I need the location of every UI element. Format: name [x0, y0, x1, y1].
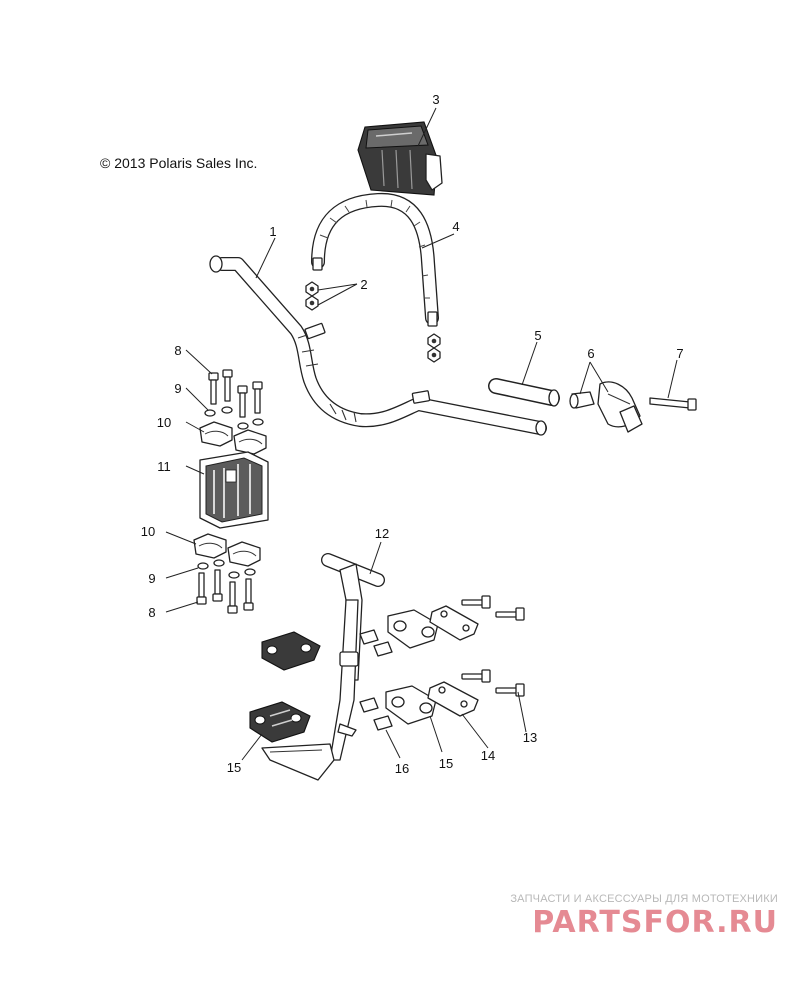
upper-washers[interactable]	[204, 406, 264, 430]
right-upper-clamp-group[interactable]	[359, 595, 525, 657]
callout-5: 5	[534, 328, 541, 343]
callout-3: 3	[432, 92, 439, 107]
lower-washers[interactable]	[197, 559, 256, 579]
callout-labels: 1 2 3 4 5 6 7 8 9 10 11 10 9 8 12 13 14 …	[141, 92, 684, 776]
callout-2: 2	[360, 277, 367, 292]
upper-clamp-caps[interactable]	[199, 421, 267, 455]
watermark-logo-text: PARTSFOR.RU	[532, 905, 778, 938]
copyright-text: © 2013 Polaris Sales Inc.	[100, 155, 258, 171]
part-2-nuts[interactable]	[305, 281, 441, 363]
leader-lines	[165, 107, 678, 761]
callout-15-left: 15	[227, 760, 241, 775]
part-15-left-clamps[interactable]	[249, 631, 321, 743]
callout-11: 11	[157, 459, 171, 474]
part-6-throttle-parts[interactable]	[569, 381, 643, 433]
callout-12: 12	[375, 526, 389, 541]
callout-8-upper: 8	[174, 343, 181, 358]
part-3-handlebar-pad[interactable]	[357, 121, 443, 196]
callout-8-lower: 8	[148, 605, 155, 620]
callout-16: 16	[395, 761, 409, 776]
callout-10-lower: 10	[141, 524, 155, 539]
part-5-grip[interactable]	[488, 378, 560, 407]
watermark-logo: PARTSFOR.RU	[532, 905, 778, 938]
callout-7: 7	[676, 346, 683, 361]
right-lower-clamp-group[interactable]	[359, 669, 525, 731]
callout-9-upper: 9	[174, 381, 181, 396]
lower-clamp-caps[interactable]	[193, 533, 261, 567]
upper-clamp-bolts[interactable]	[208, 369, 263, 418]
part-12-steering-post[interactable]	[261, 553, 385, 781]
callout-4: 4	[452, 219, 459, 234]
callout-9-lower: 9	[148, 571, 155, 586]
callout-1: 1	[269, 224, 276, 239]
watermark-tagline: ЗАПЧАСТИ И АКСЕССУАРЫ ДЛЯ МОТОТЕХНИКИ	[510, 893, 778, 905]
callout-13: 13	[523, 730, 537, 745]
lower-clamp-bolts[interactable]	[196, 569, 254, 614]
part-11-riser-block[interactable]	[199, 451, 269, 529]
callout-14: 14	[481, 748, 495, 763]
part-1-handlebar[interactable]	[209, 255, 547, 436]
callout-6: 6	[587, 346, 594, 361]
part-4-crossbar[interactable]	[311, 192, 439, 327]
part-7-bolt[interactable]	[649, 397, 697, 411]
callout-15-right: 15	[439, 756, 453, 771]
callout-10-upper: 10	[157, 415, 171, 430]
